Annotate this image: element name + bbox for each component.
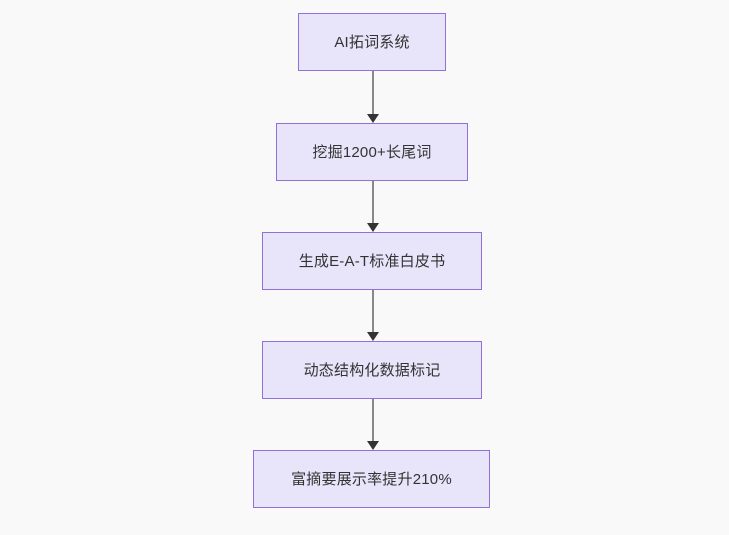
flow-node-label: AI拓词系统 <box>334 33 410 51</box>
flow-node-label: 动态结构化数据标记 <box>303 361 441 379</box>
connector-line <box>372 181 374 223</box>
connector-line <box>372 71 374 114</box>
flow-node-label: 富摘要展示率提升210% <box>291 470 452 488</box>
flow-node-label: 生成E-A-T标准白皮书 <box>298 252 446 270</box>
down-arrow-icon <box>367 332 379 341</box>
connector-line <box>372 290 374 332</box>
flow-connector-2 <box>366 181 380 232</box>
connector-line <box>372 399 374 441</box>
down-arrow-icon <box>367 441 379 450</box>
flow-connector-4 <box>366 399 380 450</box>
flow-node-generate-eat-whitepaper[interactable]: 生成E-A-T标准白皮书 <box>262 232 482 290</box>
flow-connector-3 <box>366 290 380 341</box>
flow-node-label: 挖掘1200+长尾词 <box>312 143 432 161</box>
flow-node-dynamic-structured-data-markup[interactable]: 动态结构化数据标记 <box>262 341 482 399</box>
flow-node-mine-longtail-keywords[interactable]: 挖掘1200+长尾词 <box>276 123 468 181</box>
flow-connector-1 <box>366 71 380 123</box>
flow-node-rich-snippet-impression-uplift[interactable]: 富摘要展示率提升210% <box>253 450 490 508</box>
flow-node-ai-keyword-system[interactable]: AI拓词系统 <box>298 13 446 71</box>
down-arrow-icon <box>367 223 379 232</box>
down-arrow-icon <box>367 114 379 123</box>
